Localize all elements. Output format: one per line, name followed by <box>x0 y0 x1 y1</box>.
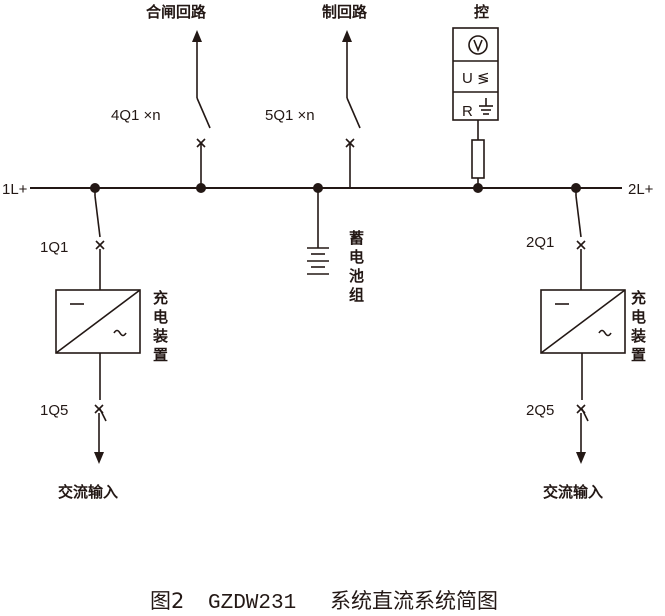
switch-blade <box>196 97 211 129</box>
charger-right-label-4: 置 <box>631 346 646 364</box>
switch-1q5-label: 1Q5 <box>40 402 68 419</box>
compare-icon: ≶ <box>477 69 490 87</box>
switch-2q5-label: 2Q5 <box>526 402 554 419</box>
closing-circuit-label: 合闸回路 <box>145 3 207 21</box>
control-circuit-branch <box>342 30 361 188</box>
cross-icon <box>196 138 206 148</box>
charger-right-label-2: 电 <box>631 308 646 326</box>
meter-r-label: R <box>462 103 473 120</box>
switch-blade <box>94 195 101 238</box>
charger-box <box>55 289 141 354</box>
bus-right-label: 2L+ <box>628 181 654 198</box>
left-charger-branch <box>55 188 141 464</box>
charger-right-label-3: 装 <box>630 327 647 345</box>
monitor-unit: U ≶ R <box>452 27 499 188</box>
arrow-up-icon <box>192 30 202 42</box>
arrow-down-icon <box>576 452 586 464</box>
caption-prefix: 图2 <box>150 589 184 613</box>
switch-4q1-label: 4Q1 ×n <box>111 107 161 124</box>
ac-input-right-label: 交流输入 <box>543 483 603 501</box>
closing-circuit-branch <box>192 30 211 188</box>
battery-label-4: 组 <box>349 286 364 304</box>
tilde-icon <box>598 329 612 337</box>
battery-label-3: 池 <box>349 267 364 285</box>
switch-blade <box>581 408 589 422</box>
right-charger-branch <box>540 188 626 464</box>
switch-blade <box>575 195 582 238</box>
tilde-icon <box>113 329 127 337</box>
battery-label-1: 蓄 <box>349 229 364 247</box>
cross-icon <box>95 240 105 250</box>
cross-icon <box>345 138 355 148</box>
charger-left-label-2: 电 <box>153 308 168 326</box>
switch-blade <box>346 97 361 129</box>
meter-u-label: U <box>462 70 473 87</box>
caption-suffix: 系统直流系统简图 <box>330 589 498 613</box>
charger-left-label-4: 置 <box>153 346 168 364</box>
circle-v-icon <box>468 35 488 55</box>
switch-blade <box>99 408 107 422</box>
fuse <box>471 139 485 179</box>
ground-icon <box>479 98 493 115</box>
arrow-up-icon <box>342 30 352 42</box>
switch-1q1-label: 1Q1 <box>40 239 68 256</box>
monitor-label: 控 <box>474 3 489 21</box>
battery-label-2: 电 <box>349 248 364 266</box>
caption-model: GZDW231 <box>208 592 296 615</box>
bus-left-label: 1L+ <box>2 181 28 198</box>
charger-left-label-3: 装 <box>152 327 169 345</box>
charger-left-label-1: 充 <box>153 289 168 307</box>
switch-2q1-label: 2Q1 <box>526 234 554 251</box>
charger-right-label-1: 充 <box>631 289 646 307</box>
switch-5q1-label: 5Q1 ×n <box>265 107 315 124</box>
cross-icon <box>576 240 586 250</box>
ac-input-left-label: 交流输入 <box>58 483 118 501</box>
arrow-down-icon <box>94 452 104 464</box>
charger-box <box>540 289 626 354</box>
control-circuit-label: 制回路 <box>322 3 368 21</box>
battery-branch <box>307 188 329 275</box>
